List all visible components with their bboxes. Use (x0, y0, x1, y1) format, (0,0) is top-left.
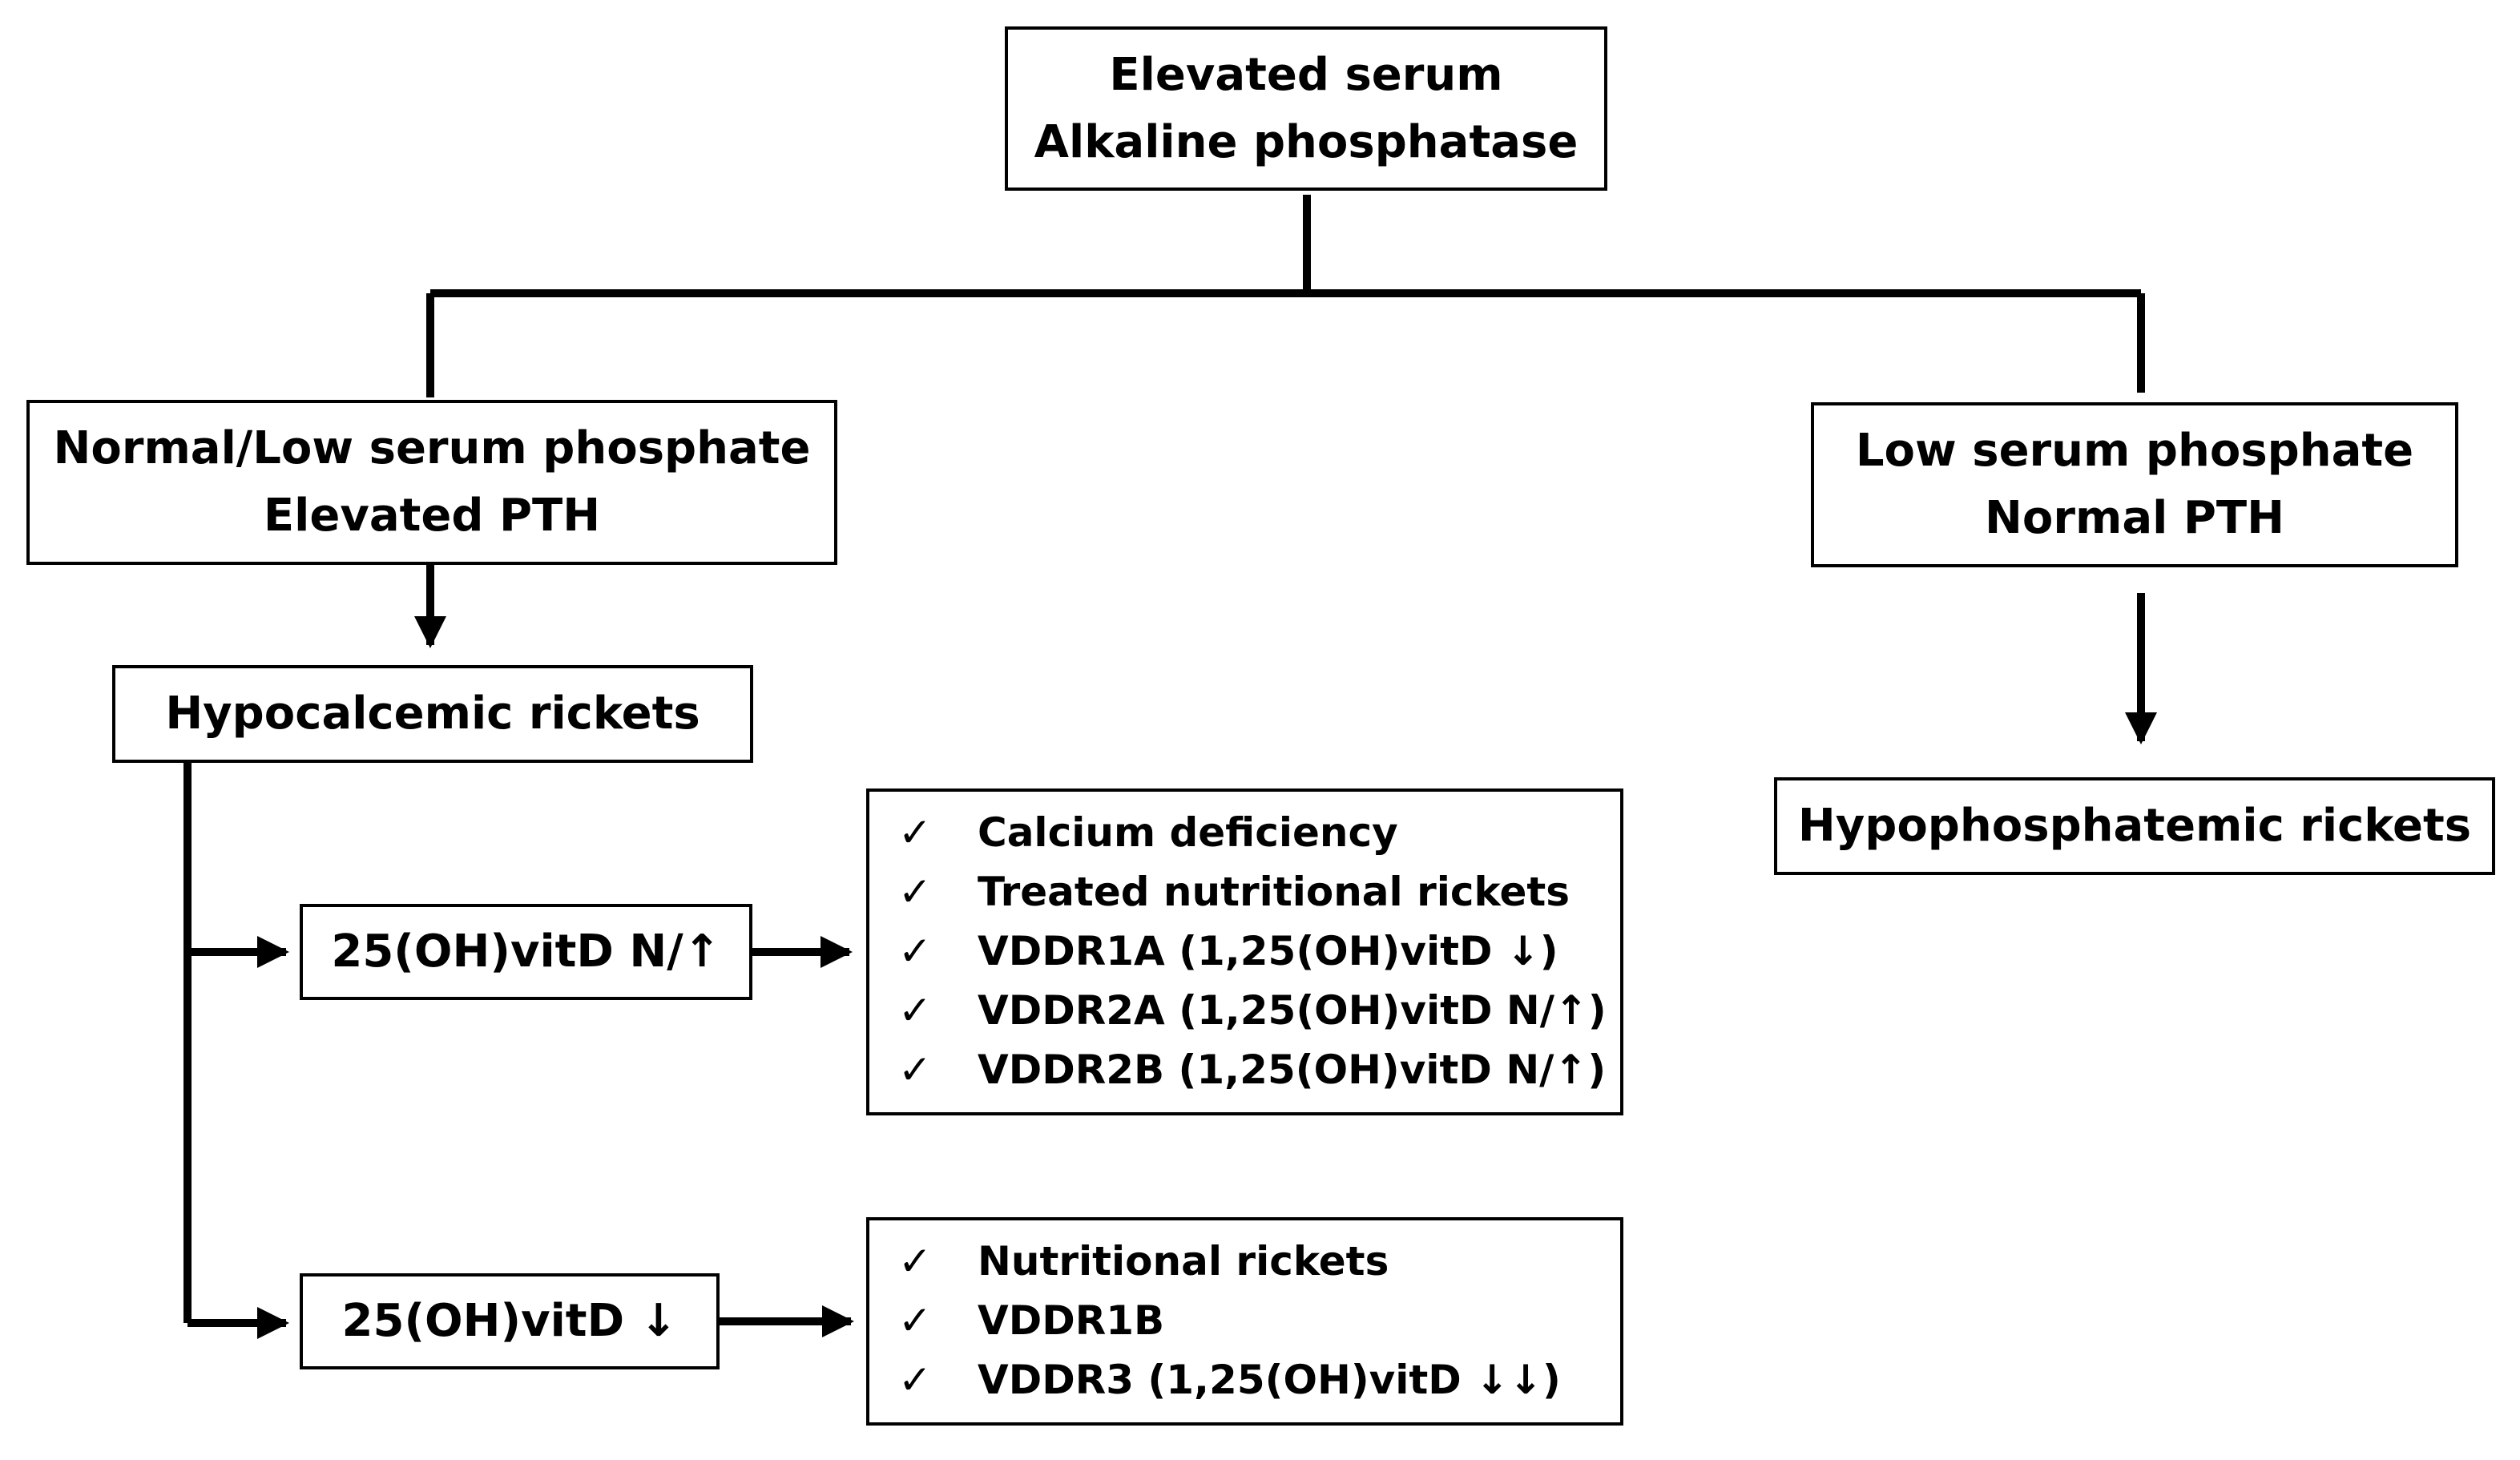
list-item-label: VDDR3 (1,25(OH)vitD ↓↓) (978, 1357, 1561, 1403)
vitd-normal-high-box: 25(OH)vitD N/↑ (300, 904, 752, 1000)
vitd-normal-high-label: 25(OH)vitD N/↑ (331, 926, 721, 978)
check-icon: ✓ (898, 809, 932, 856)
check-icon: ✓ (898, 987, 932, 1034)
hypocalcemic-rickets-label: Hypocalcemic rickets (165, 688, 700, 740)
check-icon: ✓ (898, 1047, 932, 1093)
list-item: ✓ VDDR1A (1,25(OH)vitD ↓) (869, 922, 1620, 981)
normal-high-causes-list: ✓ Calcium deficiency ✓ Treated nutrition… (866, 788, 1623, 1115)
right-branch-line-2: Normal PTH (1985, 492, 2284, 544)
right-branch-line-1: Low serum phosphate (1855, 425, 2414, 477)
root-line-2: Alkaline phosphatase (1034, 115, 1579, 168)
list-item-label: Calcium deficiency (978, 809, 1398, 856)
list-item-label: VDDR2A (1,25(OH)vitD N/↑) (978, 987, 1607, 1034)
list-item: ✓ Treated nutritional rickets (869, 862, 1620, 922)
list-item-label: VDDR2B (1,25(OH)vitD N/↑) (978, 1047, 1607, 1093)
left-branch-line-1: Normal/Low serum phosphate (53, 422, 811, 474)
right-branch-box: Low serum phosphate Normal PTH (1811, 402, 2458, 567)
vitd-low-box: 25(OH)vitD ↓ (300, 1273, 720, 1369)
low-causes-list: ✓ Nutritional rickets ✓ VDDR1B ✓ VDDR3 (… (866, 1217, 1623, 1426)
list-item: ✓ VDDR2A (1,25(OH)vitD N/↑) (869, 981, 1620, 1040)
left-branch-line-2: Elevated PTH (263, 490, 601, 542)
hypocalcemic-rickets-box: Hypocalcemic rickets (112, 665, 753, 763)
hypophosphatemic-rickets-label: Hypophosphatemic rickets (1797, 800, 2472, 852)
check-icon: ✓ (898, 928, 932, 974)
check-icon: ✓ (898, 1297, 932, 1344)
list-item: ✓ Calcium deficiency (869, 803, 1620, 862)
vitd-low-label: 25(OH)vitD ↓ (341, 1295, 678, 1347)
list-item: ✓ VDDR3 (1,25(OH)vitD ↓↓) (869, 1350, 1620, 1410)
left-branch-box: Normal/Low serum phosphate Elevated PTH (26, 400, 837, 565)
hypophosphatemic-rickets-box: Hypophosphatemic rickets (1774, 777, 2495, 875)
list-item-label: Treated nutritional rickets (978, 869, 1570, 915)
list-item: ✓ Nutritional rickets (869, 1232, 1620, 1291)
check-icon: ✓ (898, 1238, 932, 1285)
list-item-label: Nutritional rickets (978, 1238, 1389, 1285)
check-icon: ✓ (898, 869, 932, 915)
check-icon: ✓ (898, 1357, 932, 1403)
list-item: ✓ VDDR2B (1,25(OH)vitD N/↑) (869, 1040, 1620, 1099)
list-item: ✓ VDDR1B (869, 1291, 1620, 1350)
root-line-1: Elevated serum (1109, 48, 1503, 101)
list-item-label: VDDR1B (978, 1297, 1165, 1344)
root-node-box: Elevated serum Alkaline phosphatase (1005, 26, 1607, 191)
list-item-label: VDDR1A (1,25(OH)vitD ↓) (978, 928, 1558, 974)
